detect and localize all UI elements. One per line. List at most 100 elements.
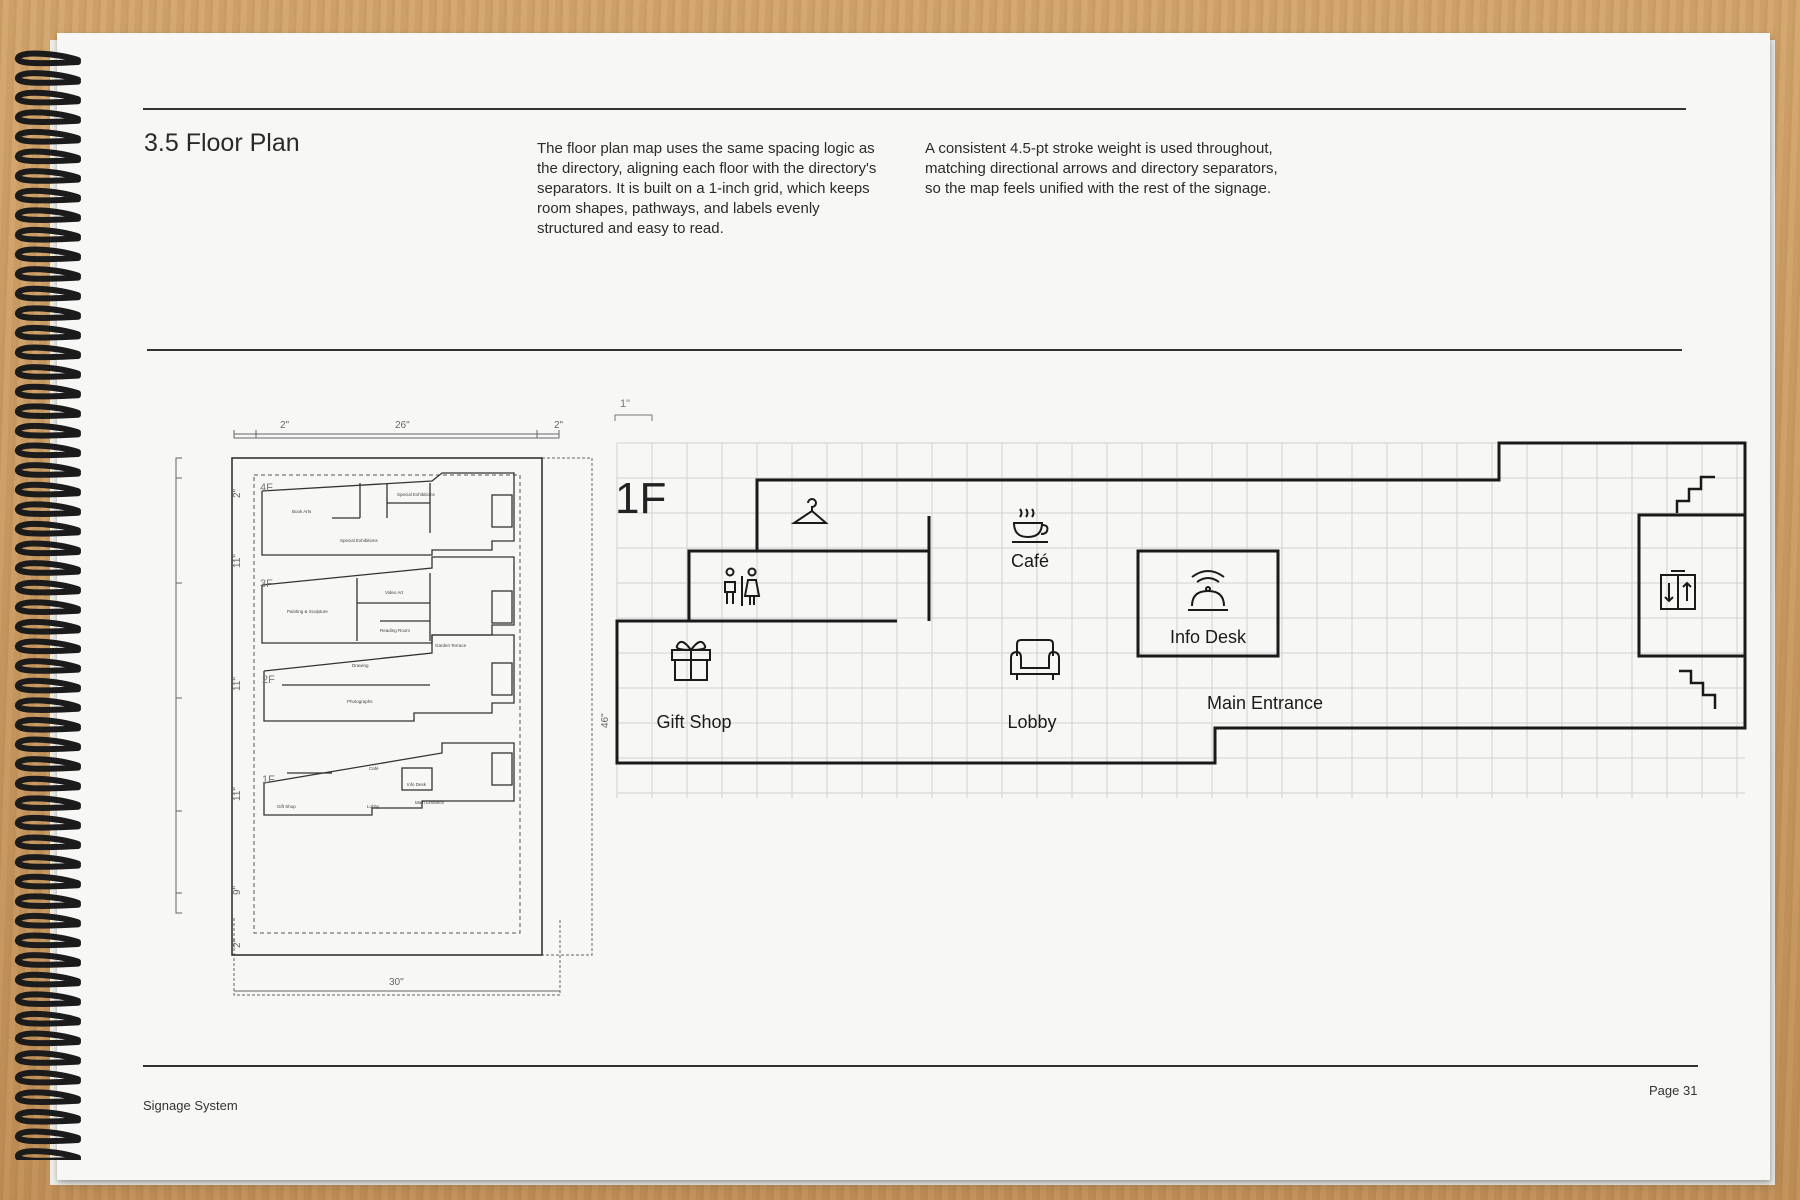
dim-top-mid: 26" [395,420,410,431]
f1-lobby: Lobby [367,804,380,809]
spiral-coil [15,50,81,67]
header-bottom-rule [147,349,1682,351]
page-number: Page 31 [1649,1083,1698,1098]
spiral-coil [15,266,81,282]
spiral-coil [15,520,81,537]
spiral-coil [15,481,81,498]
spiral-coil [15,324,81,341]
restroom-icon [724,567,761,606]
spiral-coil [15,932,81,949]
info-desk-room [1136,549,1280,658]
main-floor-map: 1" 1F [614,398,1747,798]
room-label-main-entrance: Main Entrance [1207,693,1323,713]
spiral-coil [15,638,81,655]
f2-photographs: Photographs [347,699,373,704]
elevator-icon [1660,570,1696,610]
spiral-coil [15,1108,81,1125]
spiral-coil [15,716,81,733]
spiral-coil [15,834,81,851]
spiral-coil [15,677,81,694]
spiral-coil [15,1010,81,1027]
header-top-rule [143,108,1686,110]
coat-hanger-icon [790,498,829,524]
f3-reading-room: Reading Room [380,628,410,633]
f2-label: 2F [262,674,275,686]
room-label-gift-shop: Gift Shop [656,712,731,732]
dim-top-right: 2" [554,420,564,431]
f4-book-arts: Book Arts [292,509,312,514]
spiral-coil [15,168,81,184]
spiral-coil [15,1050,81,1066]
f1-main-entrance: Main Entrance [415,800,445,805]
f3-label: 3F [260,578,273,590]
spiral-coil [15,599,81,615]
room-label-cafe: Café [1011,551,1049,571]
service-bell-icon [1188,570,1228,611]
floor-label: 1F [615,474,666,523]
spiral-coil [15,305,81,321]
spiral-coil [15,1089,81,1105]
spiral-coil [15,1128,81,1145]
spiral-coil [15,775,81,792]
armchair-icon [1010,639,1060,680]
dim-left-4: 11" [232,787,243,801]
dim-bottom: 30" [389,977,404,988]
f3-garden-terrace: Garden Terrace [435,643,467,648]
grid-lines [616,442,1745,798]
dim-top-left: 2" [280,420,290,431]
spiral-coil [15,344,81,361]
spiral-coil [15,187,81,204]
footer-title: Signage System [143,1098,238,1113]
spiral-coil [15,991,81,1007]
f2-drawing: Drawing [352,663,369,668]
spiral-coil [15,70,81,86]
spiral-coil [15,736,81,753]
spiral-coil [15,442,81,459]
spiral-coil [15,952,81,968]
spiral-coil [15,854,81,870]
f1-info-desk: Info Desk [407,782,427,787]
spiral-coil [15,971,81,988]
overview-floor-map: 2" 26" 2" 2" 11" 11" 11" 9" 2" 46" 30" 4… [175,420,611,996]
spiral-coil [15,246,81,263]
spiral-coil [15,462,81,478]
spiral-coil [15,383,81,400]
spiral-coil [15,893,81,909]
intro-paragraph: The floor plan map uses the same spacing… [537,140,877,237]
spiral-coil [15,1148,81,1160]
spiral-coil [15,422,81,439]
f3-video-art: Video Art [385,590,404,595]
dim-left-3: 11" [232,677,243,691]
stairs-down-icon [1679,669,1717,709]
spiral-coil [15,501,81,517]
spiral-coil [15,814,81,831]
room-label-lobby: Lobby [1007,712,1056,732]
f4-label: 4F [260,482,273,494]
spiral-coil [15,540,81,557]
room-label-info-desk: Info Desk [1170,627,1247,647]
gift-icon [671,640,711,681]
spiral-binding [15,50,81,1160]
f4-special-exhibitions-2: Special Exhibitions [340,538,379,543]
spiral-coil [15,618,81,635]
grid-unit-label: 1" [620,398,630,410]
spiral-coil [15,207,81,223]
f1-gift-shop: Gift Shop [277,804,296,809]
elevator-room [1637,513,1747,658]
stroke-paragraph: A consistent 4.5-pt stroke weight is use… [925,140,1278,197]
spiral-coil [15,109,81,125]
spiral-coil [15,873,81,890]
spiral-coil [15,756,81,772]
spiral-coil [15,560,81,576]
f1-cafe: Café [369,766,379,771]
f4-special-exhibitions-1: Special Exhibitions [397,492,436,497]
spiral-coil [15,364,81,380]
f1-label: 1F [262,774,275,786]
dim-left-5: 9" [232,885,243,895]
document-page: 3.5 Floor Plan The floor plan map uses t… [57,33,1770,1180]
section-title: 3.5 Floor Plan [144,129,300,157]
spiral-coil [15,795,81,811]
dim-right: 46" [600,713,611,728]
dim-left-2: 11" [232,554,243,568]
spiral-coil [15,285,81,302]
